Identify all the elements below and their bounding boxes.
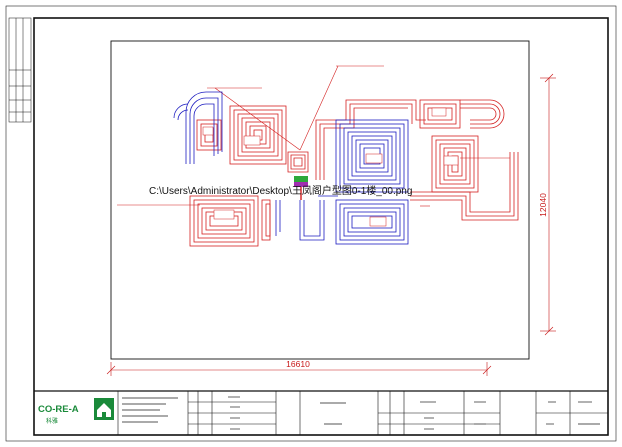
svg-text:科雅: 科雅 xyxy=(46,417,58,425)
room-tags xyxy=(202,107,459,227)
annotation-lines xyxy=(117,65,510,207)
file-path-caption: C:\Users\Administrator\Desktop\王凤阁户型图0-1… xyxy=(149,184,412,197)
binding-strip xyxy=(8,17,32,123)
title-block xyxy=(33,390,609,436)
red-heating-loops xyxy=(189,99,519,247)
vertical-dimension xyxy=(540,73,556,336)
dimension-width-label: 16610 xyxy=(286,359,310,369)
svg-text:CO-RE-A: CO-RE-A xyxy=(38,404,79,415)
plan-viewport xyxy=(110,40,530,360)
company-logo: CO-RE-A 科雅 xyxy=(38,398,114,425)
sheet-inner-border xyxy=(33,17,609,436)
horizontal-dimension xyxy=(106,362,492,376)
sheet-outer-border xyxy=(5,5,617,442)
title-block-fine-print xyxy=(122,396,600,430)
dimension-height-label: 12040 xyxy=(538,193,548,217)
manifold xyxy=(294,176,308,200)
blue-heating-loops xyxy=(173,91,409,245)
